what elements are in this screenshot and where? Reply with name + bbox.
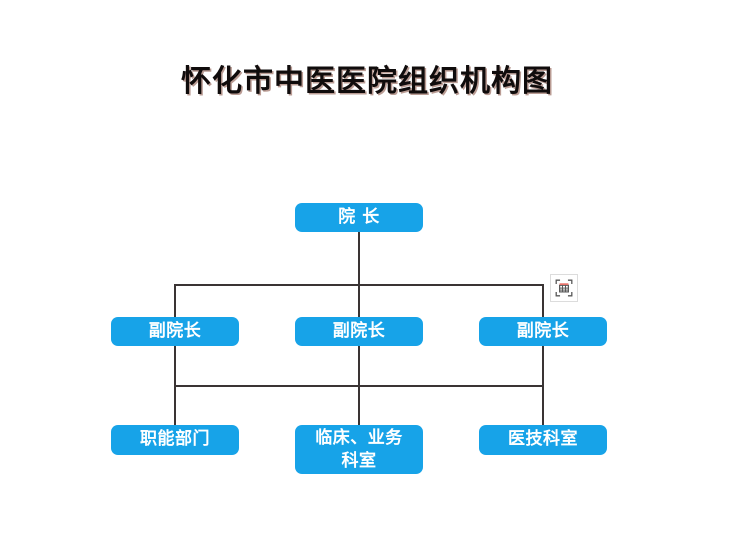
page-title: 怀化市中医医院组织机构图: [181, 64, 553, 99]
connector-vp-left-stem: [174, 345, 176, 386]
table-capture-icon: [555, 279, 573, 297]
node-vice-president-left[interactable]: 副院长: [111, 317, 239, 346]
connector-medtech-drop: [542, 385, 544, 426]
node-medical-technology-departments[interactable]: 医技科室: [479, 425, 607, 455]
connector-vp-right-stem: [542, 345, 544, 386]
connector-vp-center-drop: [358, 284, 360, 317]
node-functional-departments[interactable]: 职能部门: [111, 425, 239, 455]
connector-president-stem: [358, 231, 360, 285]
connector-vp-right-drop: [542, 284, 544, 317]
node-president[interactable]: 院 长: [295, 203, 423, 232]
node-vice-president-right[interactable]: 副院长: [479, 317, 607, 346]
node-clinical-business-departments[interactable]: 临床、业务 科室: [295, 425, 423, 474]
connector-clinical-drop: [358, 385, 360, 426]
connector-vp-center-stem: [358, 345, 360, 386]
connector-vp-left-drop: [174, 284, 176, 317]
table-capture-button[interactable]: [550, 274, 578, 302]
node-vice-president-center[interactable]: 副院长: [295, 317, 423, 346]
connector-functional-drop: [174, 385, 176, 426]
